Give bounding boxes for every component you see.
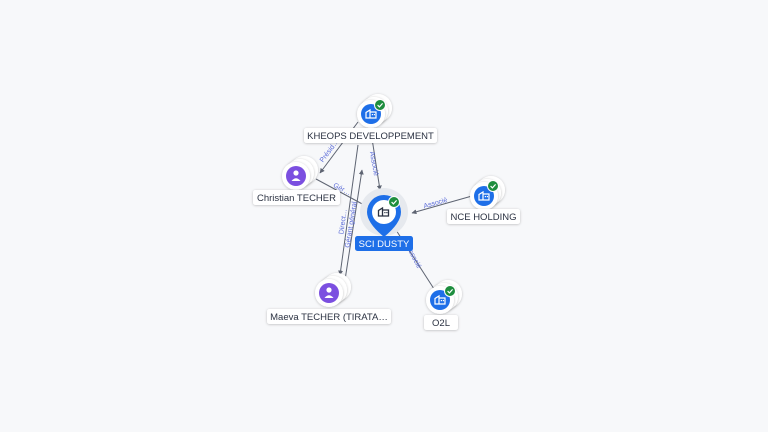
node-center-sci-dusty[interactable]: SCI DUSTY xyxy=(355,188,413,251)
edge-kheops-maeva[interactable]: Direct… xyxy=(338,144,359,276)
christian-label: Christian TECHER xyxy=(257,193,336,204)
verified-check-icon xyxy=(374,99,386,111)
verified-check-icon xyxy=(388,196,400,208)
node-maeva[interactable]: Maeva TECHER (TIRATA… xyxy=(267,273,391,324)
o2l-circle xyxy=(430,290,450,310)
edge-label-kheops-maeva: Direct… xyxy=(338,209,348,235)
node-o2l[interactable]: O2L xyxy=(424,280,462,330)
nce-circle xyxy=(474,186,494,206)
person-icon xyxy=(324,287,334,298)
person-icon xyxy=(291,170,301,181)
christian-circle xyxy=(286,166,306,186)
edge-label-kheops-center: Associé xyxy=(368,151,379,176)
node-kheops[interactable]: KHEOPS DEVELOPPEMENT xyxy=(304,94,437,143)
building-icon xyxy=(377,206,390,217)
node-christian[interactable]: Christian TECHER xyxy=(253,156,340,205)
o2l-label: O2L xyxy=(432,318,450,329)
node-nce[interactable]: NCE HOLDING xyxy=(447,176,520,224)
verified-check-icon xyxy=(444,285,456,297)
maeva-circle xyxy=(319,283,339,303)
building-icon xyxy=(434,294,446,305)
kheops-label: KHEOPS DEVELOPPEMENT xyxy=(307,131,434,142)
building-icon xyxy=(365,108,377,119)
maeva-label: Maeva TECHER (TIRATA… xyxy=(270,312,388,323)
center-label: SCI DUSTY xyxy=(359,239,410,250)
edge-label-nce-center: Associé xyxy=(423,197,449,211)
verified-check-icon xyxy=(487,180,499,192)
edge-maeva-center[interactable]: Gérant général xyxy=(344,169,364,281)
nce-label: NCE HOLDING xyxy=(451,212,517,223)
building-icon xyxy=(478,190,490,201)
center-label-box xyxy=(355,236,413,251)
